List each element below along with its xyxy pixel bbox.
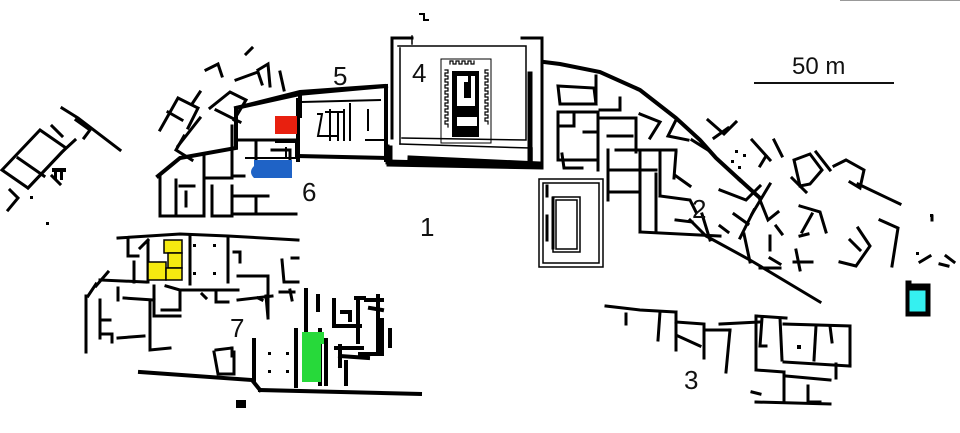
area-label-1: 1 <box>420 212 435 242</box>
central-temple-heavy <box>545 184 555 250</box>
green-room-head <box>310 332 324 344</box>
east-dots <box>731 150 933 255</box>
blue-room-wall <box>245 141 297 159</box>
yellow-rooms <box>147 239 183 281</box>
red-room <box>275 116 297 134</box>
cyan-room <box>905 280 931 317</box>
north-wall-east <box>541 59 763 201</box>
scale-label: 50 m <box>792 53 846 80</box>
west-building-cluster <box>0 105 123 213</box>
complex-5 <box>295 83 389 162</box>
temple-4-cella-interior <box>457 76 477 126</box>
scale-bar <box>754 82 894 84</box>
northwest-rooms <box>157 45 286 163</box>
area-label-3: 3 <box>684 365 699 395</box>
northeast-rooms <box>556 74 693 234</box>
green-room <box>302 332 321 382</box>
complex-6 <box>158 124 298 218</box>
blue-room <box>251 160 292 178</box>
complex-7-dots <box>193 244 289 408</box>
complex-3 <box>604 304 852 406</box>
east-scattered-walls <box>705 117 957 272</box>
temple-4-cella-border <box>440 58 492 144</box>
temple-4-heavy-walls <box>385 71 543 169</box>
area-label-2: 2 <box>692 194 707 224</box>
complex-5-interior <box>300 98 387 141</box>
top-border-line <box>840 0 960 1</box>
complex-7-heavy <box>137 288 423 397</box>
central-temple <box>538 178 604 268</box>
area-label-5: 5 <box>333 61 348 91</box>
temple-4-meander <box>444 60 489 128</box>
room-2-wall <box>638 137 823 305</box>
area-label-6: 6 <box>302 177 317 207</box>
area-label-7: 7 <box>230 313 245 343</box>
complex-7 <box>84 232 300 376</box>
west-pillar <box>30 168 66 225</box>
area-label-4: 4 <box>412 58 427 88</box>
complex-3-dot <box>797 345 801 349</box>
